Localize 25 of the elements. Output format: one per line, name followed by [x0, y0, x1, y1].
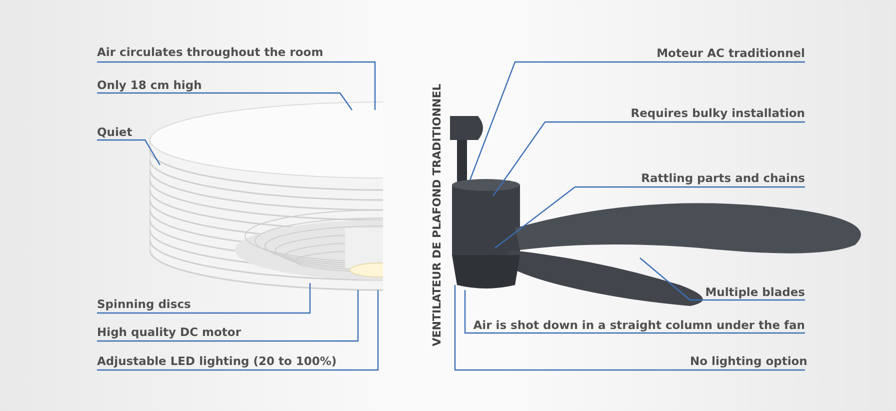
leader-line — [97, 290, 379, 371]
feature-label: Quiet — [97, 124, 145, 140]
leader-line — [97, 283, 311, 314]
leader-line — [97, 290, 359, 342]
feature-label: Only 18 cm high — [97, 77, 340, 93]
leader-line — [492, 121, 805, 196]
leader-line — [640, 258, 805, 301]
leader-line — [454, 285, 805, 371]
feature-label: Moteur AC traditionnel — [615, 45, 805, 61]
leader-line — [97, 61, 376, 110]
leader-line — [97, 92, 352, 110]
feature-label: High quality DC motor — [97, 324, 358, 340]
feature-label: Requires bulky installation — [590, 105, 805, 121]
feature-label: Spinning discs — [97, 296, 310, 312]
feature-label: No lighting option — [690, 353, 805, 369]
feature-label: Multiple blades — [690, 284, 805, 300]
leader-line — [469, 61, 805, 180]
leader-line — [97, 139, 161, 166]
feature-label: Air circulates throughout the room — [97, 44, 375, 60]
feature-label: Air is shot down in a straight column under the fan — [470, 317, 805, 333]
feature-label: Adjustable LED lighting (20 to 100%) — [97, 353, 378, 369]
vertical-caption: VENTILATEUR DE PLAFOND TRADITIONNEL — [430, 84, 444, 346]
feature-label: Rattling parts and chains — [620, 170, 805, 186]
leader-line — [494, 186, 805, 248]
leader-line — [464, 290, 805, 334]
